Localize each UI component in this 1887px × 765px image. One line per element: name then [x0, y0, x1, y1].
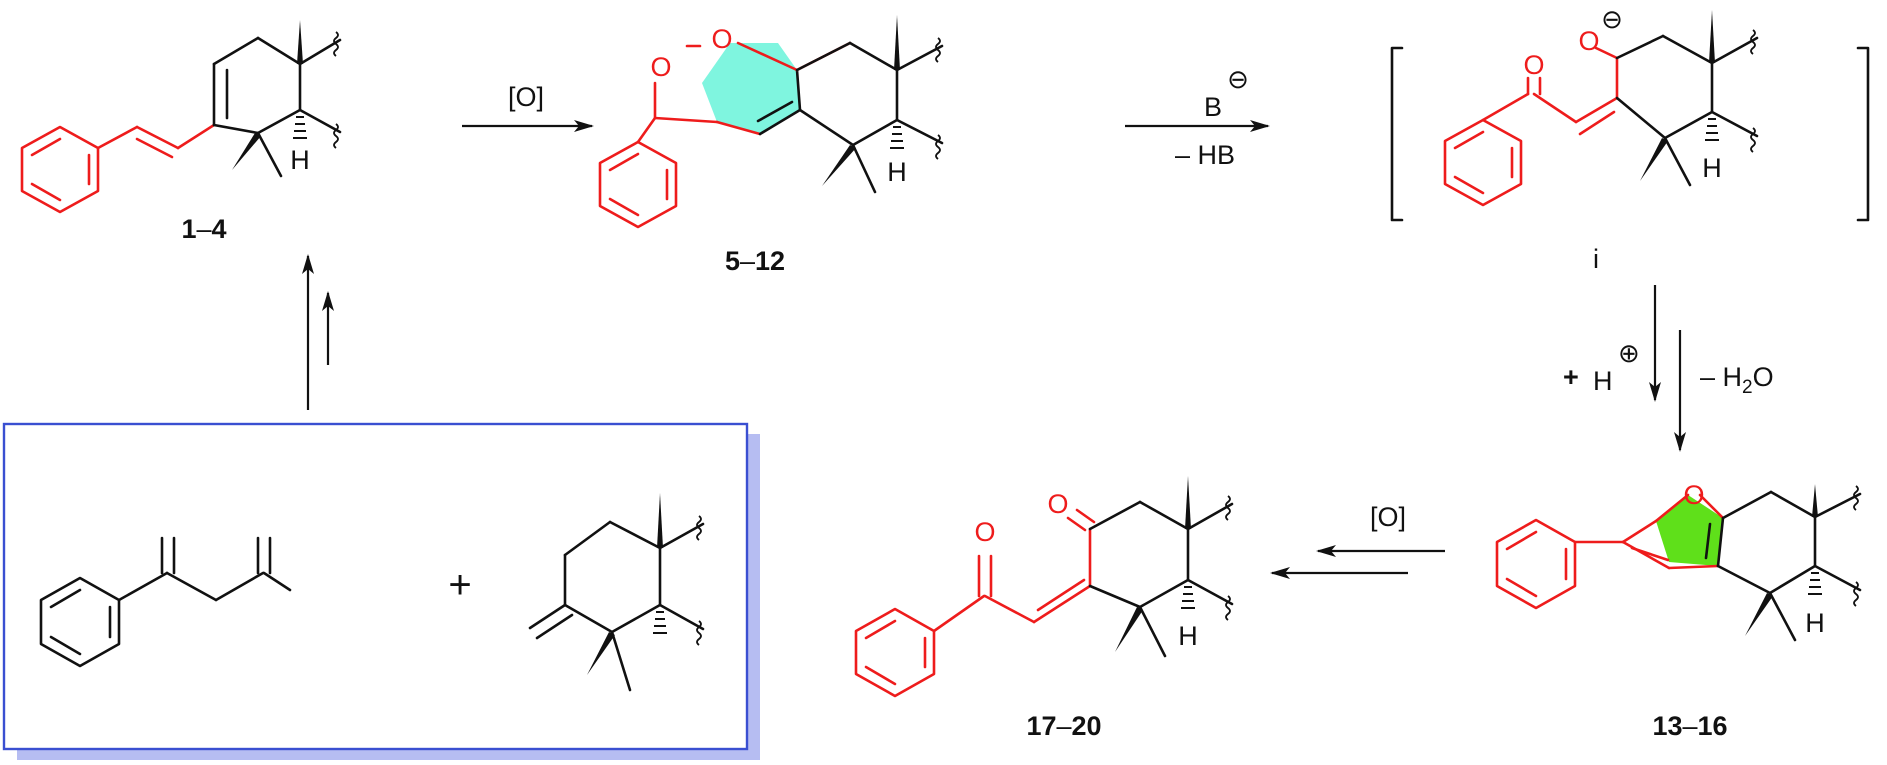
bracket-left: [1390, 46, 1404, 222]
anion-charge: ⊖: [1601, 4, 1623, 34]
compound-number: 1–4: [181, 214, 226, 244]
base-label: B: [1204, 92, 1222, 122]
h-label: H: [1178, 621, 1198, 651]
arrow-biosynthesis: [302, 254, 334, 410]
oxygen-label: O: [1523, 50, 1544, 80]
oxygen-label: O: [711, 24, 732, 54]
phenyl-ring: [1443, 118, 1523, 207]
oxygen-label: O: [974, 517, 995, 547]
oxygen-label: O: [650, 52, 671, 82]
oxygen-label: O: [1047, 489, 1068, 519]
cation-charge: ⊕: [1618, 338, 1640, 368]
precursor-box: +: [2, 422, 760, 760]
proton-label: H: [1593, 366, 1613, 396]
compound-17-20: O O H 17–20: [854, 476, 1234, 741]
compound-1-4: H 1–4: [20, 20, 342, 244]
intermediate-label: i: [1593, 244, 1599, 274]
box-border: [2, 422, 749, 751]
plus-label: +: [1563, 362, 1579, 392]
phenyl-ring: [598, 140, 678, 229]
h-label: H: [887, 157, 907, 187]
peroxide-ring-highlight: [702, 43, 800, 134]
water-loss-label: – H2O: [1700, 362, 1774, 398]
reagent-label: [O]: [1370, 502, 1406, 532]
h-label: H: [1702, 153, 1722, 183]
oxygen-label: O: [1683, 480, 1704, 510]
compound-number: 13–16: [1652, 711, 1727, 741]
h-label: H: [1805, 608, 1825, 638]
plus-sign: +: [448, 563, 471, 607]
compound-13-16: O H 13–16: [1495, 480, 1862, 741]
bracket-right: [1856, 46, 1870, 222]
arrow-base-deprotonation: B ⊖ – HB: [1125, 64, 1270, 170]
arrow-protonation-dehydration: + H ⊕ – H2O: [1563, 285, 1774, 452]
compound-5-12: O O H 5–12: [598, 15, 944, 276]
intermediate-i: O O ⊖ H i: [1390, 4, 1870, 274]
compound-number: 17–20: [1026, 711, 1101, 741]
reagent-label: [O]: [508, 82, 544, 112]
h-label: H: [290, 145, 310, 175]
anion-charge: ⊖: [1227, 64, 1249, 94]
byproduct-label: – HB: [1175, 140, 1235, 170]
arrow-oxidation-1: [O]: [462, 82, 594, 132]
oxygen-anion-label: O: [1578, 26, 1599, 56]
arrow-oxidation-2: [O]: [1270, 502, 1445, 579]
compound-number: 5–12: [725, 246, 785, 276]
